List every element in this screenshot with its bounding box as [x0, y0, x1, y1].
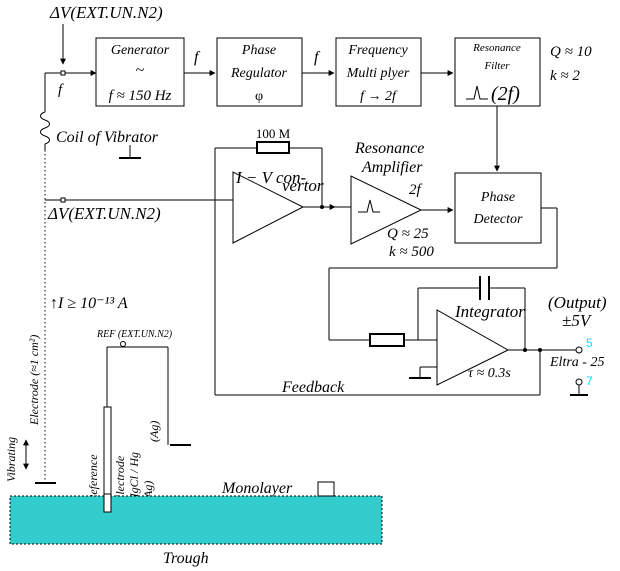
generator-frequency: f ≈ 150 Hz: [109, 88, 172, 104]
integrator-amplifier: [436, 309, 510, 386]
filter-param: (2f): [491, 83, 520, 105]
top-input-terminal: [60, 70, 66, 76]
filter-q-param: Q ≈ 10: [550, 44, 592, 60]
trough-label: Trough: [163, 550, 209, 567]
iv-resistor-value: 100 M: [256, 126, 291, 141]
phase-detector-block: [454, 172, 542, 244]
reference-electrode-tip: [103, 493, 112, 513]
amp-peak-icon: [358, 199, 380, 213]
multiplier-line1: Frequency: [347, 43, 408, 58]
ground-terminal: [575, 378, 583, 386]
output-node: [523, 348, 527, 352]
hgcl-label: HgCl / Hg: [127, 452, 141, 503]
arrow-two-f-label: 2f: [409, 182, 423, 198]
generator-block: [95, 37, 185, 107]
output-range: ±5V: [562, 311, 593, 330]
multiplier-line2: Multi plyer: [346, 66, 410, 81]
feedback-label: Feedback: [281, 379, 345, 396]
iv-feedback-resistor: [256, 141, 290, 154]
phase-regulator-symbol: φ: [255, 89, 263, 104]
frequency-multiplier-block: [335, 37, 422, 107]
filter-line2: Filter: [483, 60, 510, 72]
res-amp-k: k ≈ 500: [389, 244, 434, 260]
filter-peak-icon: [466, 85, 488, 100]
detector-line2: Detector: [473, 212, 524, 227]
monolayer-barrier: [317, 481, 335, 497]
output-pin-number: 5: [586, 336, 593, 350]
filter-k-param: k ≈ 2: [550, 68, 580, 84]
resonance-amplifier: [350, 175, 423, 245]
ref-electrode-label: Electrode: [113, 455, 127, 503]
ag-label-2: (Ag): [147, 421, 161, 442]
middle-input-terminal: [60, 197, 66, 203]
ground-pin-number: 7: [586, 374, 593, 388]
iv-converter-line2: vertor: [282, 176, 324, 195]
trough-water: [9, 495, 383, 545]
iv-converter-amplifier: [232, 171, 305, 244]
feedback-node: [538, 348, 542, 352]
filter-line1: Resonance: [472, 42, 521, 54]
current-label: ↑I ≥ 10⁻¹³ A: [50, 295, 128, 312]
ref-label: REF (EXT.UN.N2): [96, 329, 173, 340]
f-input-label: f: [58, 82, 64, 98]
multiplier-rule: f → 2f: [360, 89, 398, 104]
res-amp-line1: Resonance: [354, 140, 424, 157]
res-amp-q: Q ≈ 25: [387, 226, 429, 242]
phase-regulator-block: [216, 37, 303, 107]
coil-icon: [40, 111, 50, 145]
res-amp-line2: Amplifier: [361, 159, 423, 176]
iv-converter-line1: I − V con-: [235, 168, 307, 187]
integrator-tau: τ ≈ 0.3s: [468, 366, 511, 381]
electrode-label: Electrode (≈1 cm²): [27, 335, 41, 426]
ref-terminal: [120, 341, 126, 347]
output-label: (Output): [548, 293, 607, 312]
output-device: Eltra - 25: [549, 355, 604, 370]
integrator-input-resistor: [369, 333, 405, 347]
generator-title: Generator: [111, 43, 170, 58]
vibrating-label: Vibrating: [4, 437, 18, 482]
converter-node: [320, 205, 324, 209]
arrow-f1-label: f: [194, 49, 201, 66]
phase-regulator-line1: Phase: [241, 43, 276, 58]
output-terminal: [575, 346, 583, 354]
coil-label: Coil of Vibrator: [56, 129, 159, 146]
phase-regulator-line2: Regulator: [230, 66, 288, 81]
top-input-label: ΔV(EXT.UN.N2): [49, 3, 163, 22]
arrow-f2-label: f: [314, 49, 321, 66]
middle-input-label: ΔV(EXT.UN.N2): [47, 204, 161, 223]
resonance-filter-block: [454, 37, 541, 107]
monolayer-label: Monolayer: [221, 480, 293, 497]
generator-symbol: ~: [136, 62, 145, 79]
integrator-label: Integrator: [454, 302, 525, 321]
reference-label: Reference: [86, 454, 100, 503]
detector-line1: Phase: [480, 190, 515, 205]
